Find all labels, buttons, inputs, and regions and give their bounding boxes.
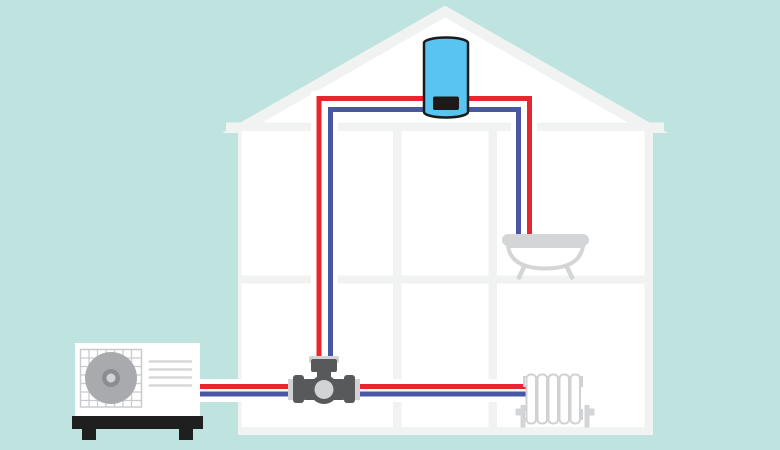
- valve-dial: [314, 380, 334, 399]
- bathtub: [502, 234, 589, 280]
- radiator-section: [569, 373, 581, 425]
- upper-floor-line: [241, 275, 645, 284]
- valve-flange-back-left: [288, 379, 296, 400]
- radiator-section: [536, 373, 548, 425]
- bathtub-rim: [502, 234, 589, 246]
- valve-flange-back-right: [352, 379, 360, 400]
- bathtub-foot-left: [516, 264, 527, 280]
- radiator-valve-left: [515, 408, 522, 416]
- radiator-section: [547, 373, 559, 425]
- hot-water-cylinder: [422, 36, 470, 119]
- bathtub-foot-right: [564, 264, 575, 280]
- hot-flow-pipe: [197, 384, 530, 389]
- cold-return-pipe: [197, 391, 530, 397]
- fan-hub-center: [106, 373, 116, 383]
- bathtub-bowl: [506, 244, 585, 271]
- left-wall-line: [238, 131, 242, 435]
- tank-display-panel: [433, 96, 459, 110]
- right-wall-line: [644, 131, 653, 435]
- radiator: [515, 373, 595, 428]
- radiator-leg-right: [584, 405, 590, 428]
- heat-pump-foot-right: [179, 429, 193, 440]
- ground-floor-line: [238, 427, 653, 435]
- pipe-casing: [311, 91, 537, 365]
- radiator-section: [525, 373, 537, 425]
- radiator-section: [558, 373, 570, 425]
- pipe-casing: [197, 379, 530, 402]
- heat-pump-foot-left: [82, 429, 96, 440]
- outdoor-heat-pump-unit: [72, 343, 203, 440]
- heat-pump-base: [72, 416, 203, 429]
- radiator-valve-right: [588, 408, 595, 416]
- attic-floor-line: [226, 122, 664, 132]
- vent-slots-icon: [148, 360, 193, 387]
- pipe-run-ground-circuit: [197, 379, 530, 402]
- three-way-diverter-valve: [288, 356, 360, 404]
